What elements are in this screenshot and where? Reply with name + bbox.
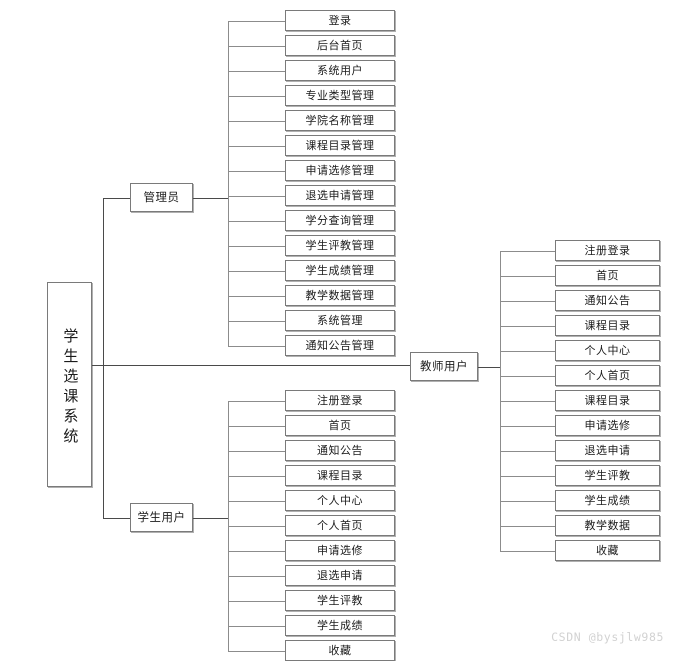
leaf-rib [228, 626, 285, 627]
leaf-rib [500, 401, 555, 402]
leaf-node[interactable]: 退选申请管理 [285, 185, 395, 206]
branch-feeder-student [103, 518, 130, 519]
leaf-node[interactable]: 学分查询管理 [285, 210, 395, 231]
branch-node-admin[interactable]: 管理员 [130, 183, 193, 212]
leaf-rib [500, 301, 555, 302]
leaf-rib [228, 426, 285, 427]
leaf-rib [228, 146, 285, 147]
leaf-rib [228, 246, 285, 247]
leaf-rib [500, 476, 555, 477]
trunk-line-admin [228, 21, 229, 346]
trunk-line-student [228, 401, 229, 651]
branch-stem-teacher [478, 367, 500, 368]
leaf-node[interactable]: 个人中心 [285, 490, 395, 511]
leaf-rib [500, 451, 555, 452]
leaf-rib [228, 526, 285, 527]
leaf-rib [228, 501, 285, 502]
leaf-node[interactable]: 收藏 [555, 540, 660, 561]
leaf-rib [228, 551, 285, 552]
leaf-rib [228, 96, 285, 97]
leaf-rib [500, 526, 555, 527]
watermark-label: CSDN @bysjlw985 [551, 630, 664, 644]
leaf-rib [228, 651, 285, 652]
leaf-rib [228, 346, 285, 347]
leaf-rib [228, 171, 285, 172]
trunk-line-teacher [500, 251, 501, 551]
leaf-rib [228, 21, 285, 22]
leaf-rib [228, 476, 285, 477]
leaf-rib [500, 276, 555, 277]
leaf-node[interactable]: 学生成绩 [555, 490, 660, 511]
branch-node-teacher[interactable]: 教师用户 [410, 352, 478, 381]
leaf-rib [228, 601, 285, 602]
leaf-node[interactable]: 学生成绩 [285, 615, 395, 636]
leaf-node[interactable]: 登录 [285, 10, 395, 31]
leaf-node[interactable]: 首页 [555, 265, 660, 286]
leaf-node[interactable]: 通知公告 [555, 290, 660, 311]
leaf-rib [500, 501, 555, 502]
leaf-node[interactable]: 学生成绩管理 [285, 260, 395, 281]
branch-node-student[interactable]: 学生用户 [130, 503, 193, 532]
leaf-node[interactable]: 注册登录 [555, 240, 660, 261]
left-spine-line [103, 198, 104, 518]
leaf-node[interactable]: 申请选修管理 [285, 160, 395, 181]
leaf-node[interactable]: 系统管理 [285, 310, 395, 331]
leaf-node[interactable]: 专业类型管理 [285, 85, 395, 106]
branch-feeder-admin [103, 198, 130, 199]
leaf-rib [228, 451, 285, 452]
leaf-node[interactable]: 退选申请 [285, 565, 395, 586]
leaf-node[interactable]: 通知公告 [285, 440, 395, 461]
leaf-rib [500, 551, 555, 552]
leaf-node[interactable]: 收藏 [285, 640, 395, 661]
leaf-node[interactable]: 课程目录 [555, 390, 660, 411]
leaf-rib [228, 221, 285, 222]
leaf-node[interactable]: 个人首页 [285, 515, 395, 536]
leaf-node[interactable]: 退选申请 [555, 440, 660, 461]
leaf-node[interactable]: 个人首页 [555, 365, 660, 386]
leaf-node[interactable]: 课程目录管理 [285, 135, 395, 156]
leaf-rib [228, 196, 285, 197]
root-to-spine-line [92, 365, 103, 366]
leaf-node[interactable]: 注册登录 [285, 390, 395, 411]
leaf-node[interactable]: 教学数据 [555, 515, 660, 536]
leaf-rib [228, 576, 285, 577]
leaf-rib [228, 321, 285, 322]
leaf-node[interactable]: 个人中心 [555, 340, 660, 361]
main-horizontal-line [103, 365, 410, 366]
leaf-rib [228, 401, 285, 402]
leaf-rib [500, 426, 555, 427]
leaf-node[interactable]: 学生评教 [555, 465, 660, 486]
branch-stem-admin [193, 198, 228, 199]
leaf-node[interactable]: 学生评教 [285, 590, 395, 611]
leaf-node[interactable]: 通知公告管理 [285, 335, 395, 356]
branch-stem-student [193, 518, 228, 519]
leaf-node[interactable]: 系统用户 [285, 60, 395, 81]
leaf-node[interactable]: 申请选修 [555, 415, 660, 436]
leaf-node[interactable]: 课程目录 [555, 315, 660, 336]
leaf-rib [500, 351, 555, 352]
leaf-node[interactable]: 学生评教管理 [285, 235, 395, 256]
leaf-node[interactable]: 学院名称管理 [285, 110, 395, 131]
leaf-node[interactable]: 首页 [285, 415, 395, 436]
leaf-rib [500, 326, 555, 327]
leaf-node[interactable]: 后台首页 [285, 35, 395, 56]
leaf-node[interactable]: 课程目录 [285, 465, 395, 486]
leaf-node[interactable]: 教学数据管理 [285, 285, 395, 306]
leaf-node[interactable]: 申请选修 [285, 540, 395, 561]
leaf-rib [228, 121, 285, 122]
leaf-rib [500, 376, 555, 377]
leaf-rib [228, 71, 285, 72]
leaf-rib [228, 46, 285, 47]
root-node: 学生选课系统 [47, 282, 92, 487]
leaf-rib [228, 271, 285, 272]
leaf-rib [500, 251, 555, 252]
leaf-rib [228, 296, 285, 297]
